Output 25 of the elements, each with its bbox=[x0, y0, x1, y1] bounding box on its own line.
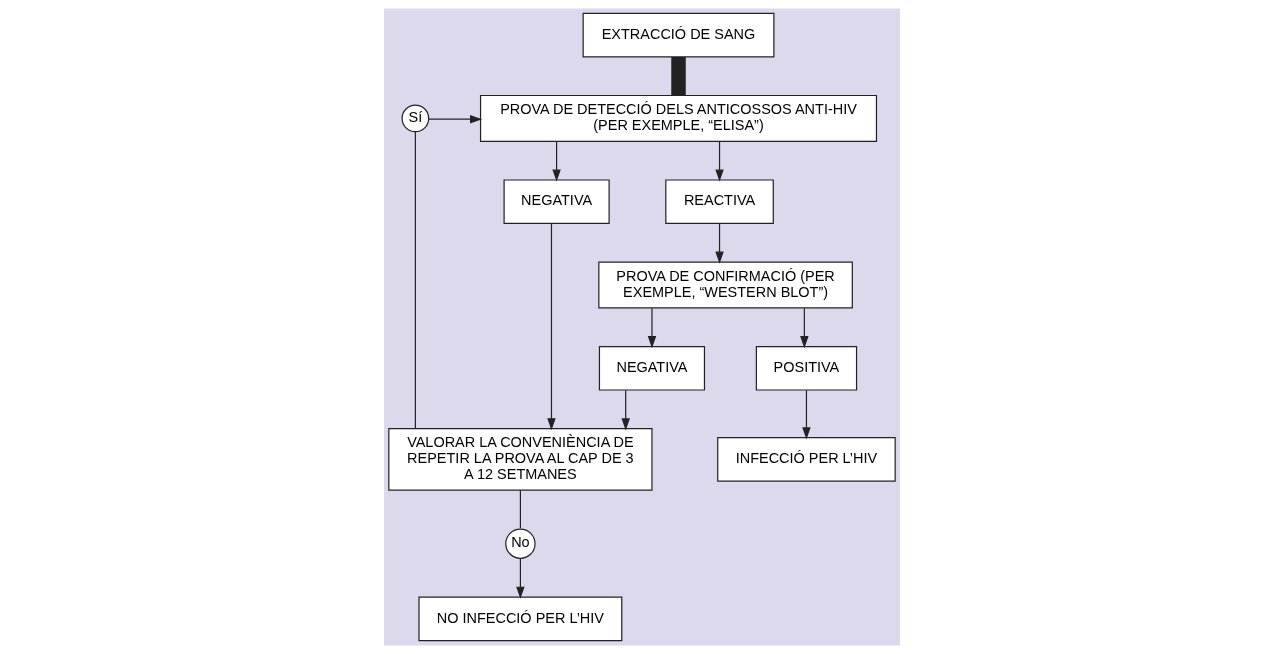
node-box: POSITIVA bbox=[755, 345, 858, 391]
connector bbox=[671, 57, 686, 96]
arrow bbox=[516, 557, 525, 599]
arrow bbox=[552, 141, 561, 182]
node-box: NEGATIVA bbox=[598, 345, 706, 391]
arrow bbox=[802, 389, 811, 440]
arrow bbox=[715, 223, 724, 264]
node-box: PROVA DE DETECCIÓ DELS ANTICOSSOS ANTI-HIV (PER EXEMPLE, “ELISA”) bbox=[479, 94, 878, 142]
node-circle: No bbox=[505, 528, 536, 559]
node-box: REACTIVA bbox=[665, 179, 774, 225]
arrow bbox=[715, 141, 724, 182]
node-box: INFECCIÓ PER L’HIV bbox=[717, 437, 896, 482]
arrow bbox=[800, 307, 809, 349]
arrow bbox=[647, 307, 657, 349]
arrow bbox=[428, 114, 483, 124]
connector bbox=[414, 131, 416, 430]
node-box: PROVA DE CONFIRMACIÓ (PER EXEMPLE, “WESTERN BLOT”) bbox=[598, 261, 853, 309]
node-circle: Sí bbox=[401, 104, 430, 133]
connector bbox=[519, 489, 521, 529]
arrow bbox=[547, 223, 556, 431]
arrow bbox=[621, 389, 630, 431]
node-box: EXTRACCIÓ DE SANG bbox=[582, 12, 775, 58]
node-box: NO INFECCIÓ PER L’HIV bbox=[418, 596, 623, 642]
node-box: NEGATIVA bbox=[503, 179, 610, 225]
node-box: VALORAR LA CONVENIÈNCIA DE REPETIR LA PROVA AL CAP DE 3 A 12 SETMANES bbox=[388, 428, 653, 491]
